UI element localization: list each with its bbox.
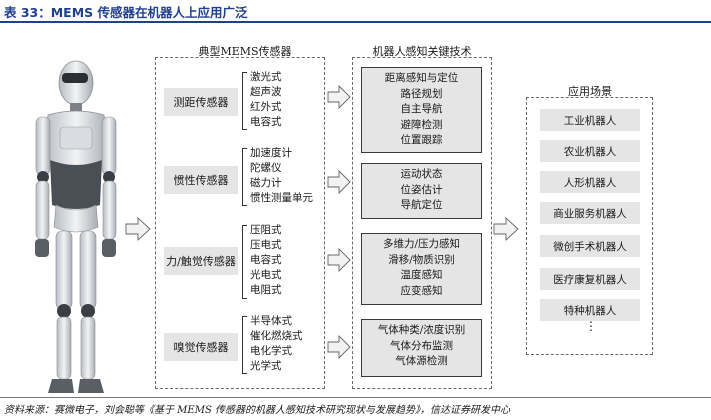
list-item: 避障检测 <box>400 118 443 131</box>
list-item: 电阻式 <box>250 284 282 296</box>
apps-heading: 应用场景 <box>568 85 612 98</box>
app-item: 工业机器人 <box>540 109 640 131</box>
list-item: 惯性测量单元 <box>250 192 313 204</box>
list-item: 位姿估计 <box>400 183 443 196</box>
tech-panel <box>352 57 492 389</box>
app-item: 人形机器人 <box>540 171 640 193</box>
list-item: 气体种类/浓度识别 <box>377 324 466 336</box>
sensor-group-ranging: 测距传感器 <box>164 88 238 116</box>
source-divider <box>0 397 711 398</box>
list-item: 路径规划 <box>400 87 443 100</box>
list-item: 压电式 <box>250 239 282 251</box>
olfactory-sensor-list: 半导体式 催化燃烧式 电化学式 光学式 <box>250 314 303 374</box>
app-item: 农业机器人 <box>540 140 640 162</box>
list-item: 导航定位 <box>400 199 443 211</box>
list-item: 气体源检测 <box>395 355 448 367</box>
app-item: 微创手术机器人 <box>540 235 640 257</box>
source-note: 资料来源：赛微电子，刘会聪等《基于 MEMS 传感器的机器人感知技术研究现状与发… <box>4 405 510 416</box>
list-item: 温度感知 <box>400 269 443 281</box>
list-item: 激光式 <box>250 71 282 83</box>
force-touch-sensor-list: 压阻式 压电式 电容式 光电式 电阻式 <box>250 223 282 298</box>
sensors-panel <box>155 57 325 389</box>
list-item: 光电式 <box>250 269 282 281</box>
list-item: 陀螺仪 <box>250 162 282 174</box>
list-item: 多维力/压力感知 <box>382 238 461 250</box>
sensor-group-inertial: 惯性传感器 <box>164 166 238 194</box>
list-item: 应变感知 <box>400 284 443 297</box>
list-item: 加速度计 <box>250 147 292 159</box>
tech-group-ranging: 距离感知与定位 路径规划 自主导航 避障检测 位置跟踪 <box>361 67 482 153</box>
list-item: 催化燃烧式 <box>250 330 303 342</box>
sensor-group-bracket <box>242 225 247 299</box>
table-title-bar: 表 33：MEMS 传感器在机器人上应用广泛 <box>0 0 711 23</box>
list-item: 距离感知与定位 <box>384 72 459 84</box>
list-item: 光学式 <box>250 360 282 372</box>
table-title: 表 33：MEMS 传感器在机器人上应用广泛 <box>4 5 248 20</box>
tech-heading: 机器人感知关键技术 <box>372 45 472 58</box>
list-item: 电容式 <box>250 116 282 128</box>
list-item: 压阻式 <box>250 224 282 236</box>
list-item: 滑移/物质识别 <box>388 253 455 266</box>
list-item: 超声波 <box>250 86 282 98</box>
tech-group-inertial: 运动状态 位姿估计 导航定位 <box>361 163 482 219</box>
list-item: 自主导航 <box>400 103 443 115</box>
list-item: 位置跟踪 <box>400 134 443 146</box>
list-item: 气体分布监测 <box>390 339 453 352</box>
sensors-heading: 典型MEMS传感器 <box>198 45 292 58</box>
list-item: 电容式 <box>250 254 282 266</box>
tech-group-olfactory: 气体种类/浓度识别 气体分布监测 气体源检测 <box>361 319 482 377</box>
title-underline <box>0 21 711 23</box>
ranging-sensor-list: 激光式 超声波 红外式 电容式 <box>250 70 282 130</box>
app-item: 医疗康复机器人 <box>540 268 640 290</box>
sensor-group-bracket <box>242 72 247 130</box>
humanoid-robot-illustration <box>35 60 117 393</box>
sensor-group-force-touch: 力/触觉传感器 <box>164 247 238 275</box>
app-item: 商业服务机器人 <box>540 202 640 224</box>
tech-group-force-touch: 多维力/压力感知 滑移/物质识别 温度感知 应变感知 <box>361 233 482 305</box>
inertial-sensor-list: 加速度计 陀螺仪 磁力计 惯性测量单元 <box>250 146 313 206</box>
apps-panel <box>526 97 653 355</box>
list-item: 半导体式 <box>250 315 292 327</box>
sensor-group-olfactory: 嗅觉传感器 <box>164 333 238 361</box>
list-item: 运动状态 <box>400 168 443 180</box>
list-item: 电化学式 <box>250 345 292 357</box>
app-item: 特种机器人 <box>540 299 640 321</box>
sensor-group-bracket <box>242 148 247 206</box>
sensor-group-bracket <box>242 316 247 374</box>
list-item: 红外式 <box>250 101 282 113</box>
more-apps-ellipsis: ⋮ <box>585 319 597 333</box>
list-item: 磁力计 <box>250 177 282 189</box>
